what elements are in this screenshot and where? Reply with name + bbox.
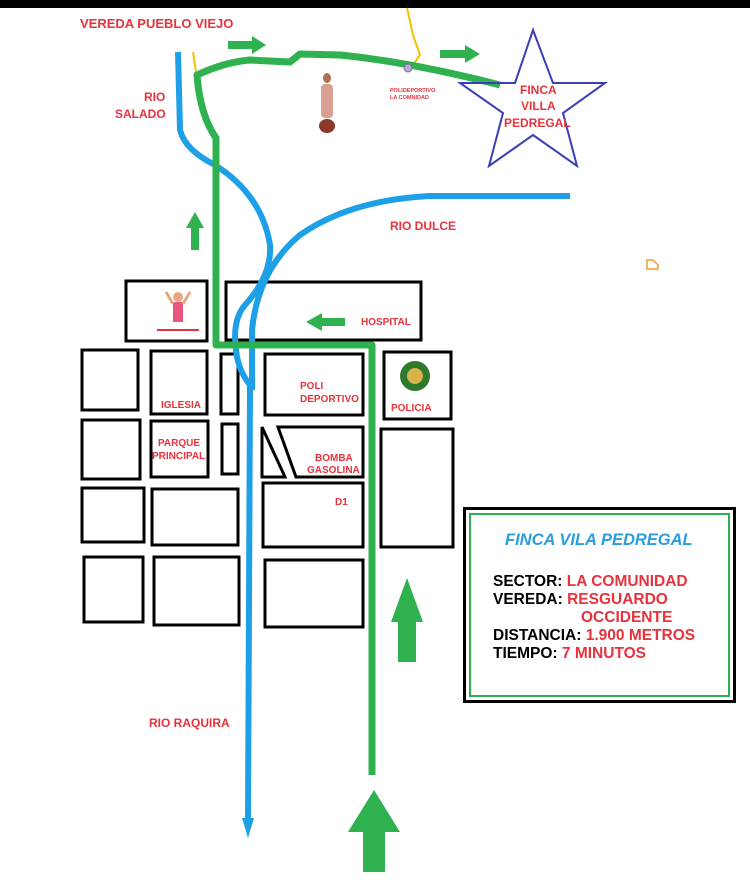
info-title: FINCA VILA PEDREGAL bbox=[505, 531, 693, 549]
block bbox=[220, 422, 240, 476]
rio-dulce bbox=[249, 193, 570, 390]
block bbox=[263, 558, 365, 629]
label-finca: PEDREGAL bbox=[504, 116, 571, 130]
block bbox=[150, 487, 240, 547]
block-d1 bbox=[261, 481, 365, 549]
info-vereda: VEREDA: RESGUARDO bbox=[493, 591, 668, 609]
polideportivo-marker-icon bbox=[403, 63, 413, 73]
yellow-road bbox=[192, 51, 197, 73]
block bbox=[80, 348, 140, 412]
label-rio-dulce: RIO DULCE bbox=[390, 219, 456, 233]
saint-statue-icon bbox=[319, 73, 335, 133]
river-arrow-icon bbox=[242, 818, 254, 838]
info-tiempo: TIEMPO: 7 MINUTOS bbox=[493, 645, 646, 663]
yellow-road bbox=[406, 7, 422, 66]
label-policia: POLICIA bbox=[391, 403, 432, 414]
block bbox=[260, 426, 288, 479]
block bbox=[80, 486, 146, 544]
label-rio-raquira: RIO RAQUIRA bbox=[149, 716, 230, 730]
sector-label: SECTOR: bbox=[493, 573, 563, 590]
label-finca: FINCA bbox=[520, 83, 557, 97]
rio-salado-raquira bbox=[175, 51, 274, 821]
vereda-label: VEREDA: bbox=[493, 591, 563, 608]
label-rio-salado: RIO bbox=[144, 90, 165, 104]
cursor-hand-icon bbox=[646, 259, 659, 270]
block-polideportivo bbox=[263, 352, 365, 417]
label-bomba: GASOLINA bbox=[307, 465, 360, 476]
info-sector: SECTOR: LA COMUNIDAD bbox=[493, 573, 688, 591]
label-parque: PARQUE bbox=[158, 438, 200, 449]
police-badge-icon bbox=[400, 361, 430, 391]
distancia-label: DISTANCIA: bbox=[493, 627, 582, 644]
label-d1: D1 bbox=[335, 497, 348, 508]
label-polideportivo: POLI bbox=[300, 381, 324, 392]
block-iglesia bbox=[149, 349, 209, 416]
label-polideportivo-comunidad: LA COMNIDAD bbox=[390, 95, 429, 101]
info-box: FINCA VILA PEDREGAL SECTOR: LA COMUNIDAD… bbox=[463, 507, 736, 703]
label-polideportivo: DEPORTIVO bbox=[300, 394, 359, 405]
destination-star-icon bbox=[456, 27, 609, 169]
label-hospital: HOSPITAL bbox=[361, 317, 411, 328]
tiempo-value: 7 MINUTOS bbox=[561, 645, 647, 662]
vereda-value: OCCIDENTE bbox=[581, 609, 673, 626]
block bbox=[82, 555, 145, 624]
distancia-value: 1.900 METROS bbox=[585, 627, 696, 644]
label-finca: VILLA bbox=[521, 99, 556, 113]
label-vereda-pueblo-viejo: VEREDA PUEBLO VIEJO bbox=[80, 16, 233, 31]
vereda-value: RESGUARDO bbox=[567, 591, 668, 608]
label-iglesia: IGLESIA bbox=[161, 400, 201, 411]
nino-jesus-icon bbox=[157, 291, 199, 331]
city-blocks bbox=[80, 279, 455, 629]
info-distancia: DISTANCIA: 1.900 METROS bbox=[493, 627, 695, 645]
sector-value: LA COMUNIDAD bbox=[566, 573, 688, 590]
block bbox=[219, 352, 240, 416]
block bbox=[379, 427, 455, 549]
arrow-left-icon bbox=[306, 313, 345, 331]
tiempo-label: TIEMPO: bbox=[493, 645, 558, 662]
block-parque bbox=[149, 419, 210, 479]
arrow-up-icon bbox=[186, 212, 204, 250]
block bbox=[80, 418, 142, 481]
label-polideportivo-comunidad: POLIDEPORTIVO bbox=[390, 88, 436, 94]
route-path bbox=[193, 50, 501, 775]
arrow-right-icon bbox=[440, 45, 480, 63]
arrow-right-icon bbox=[228, 36, 266, 54]
label-rio-salado: SALADO bbox=[115, 107, 166, 121]
label-bomba: BOMBA bbox=[315, 453, 353, 464]
block-nino-jesus bbox=[124, 279, 209, 343]
arrow-up-icon bbox=[391, 578, 423, 662]
block bbox=[152, 555, 241, 627]
arrow-up-large-icon bbox=[348, 790, 400, 872]
top-bar bbox=[0, 0, 750, 8]
block-bomba-gasolina bbox=[275, 425, 365, 479]
label-parque: PRINCIPAL bbox=[152, 451, 205, 462]
info-vereda-2: OCCIDENTE bbox=[581, 609, 672, 627]
